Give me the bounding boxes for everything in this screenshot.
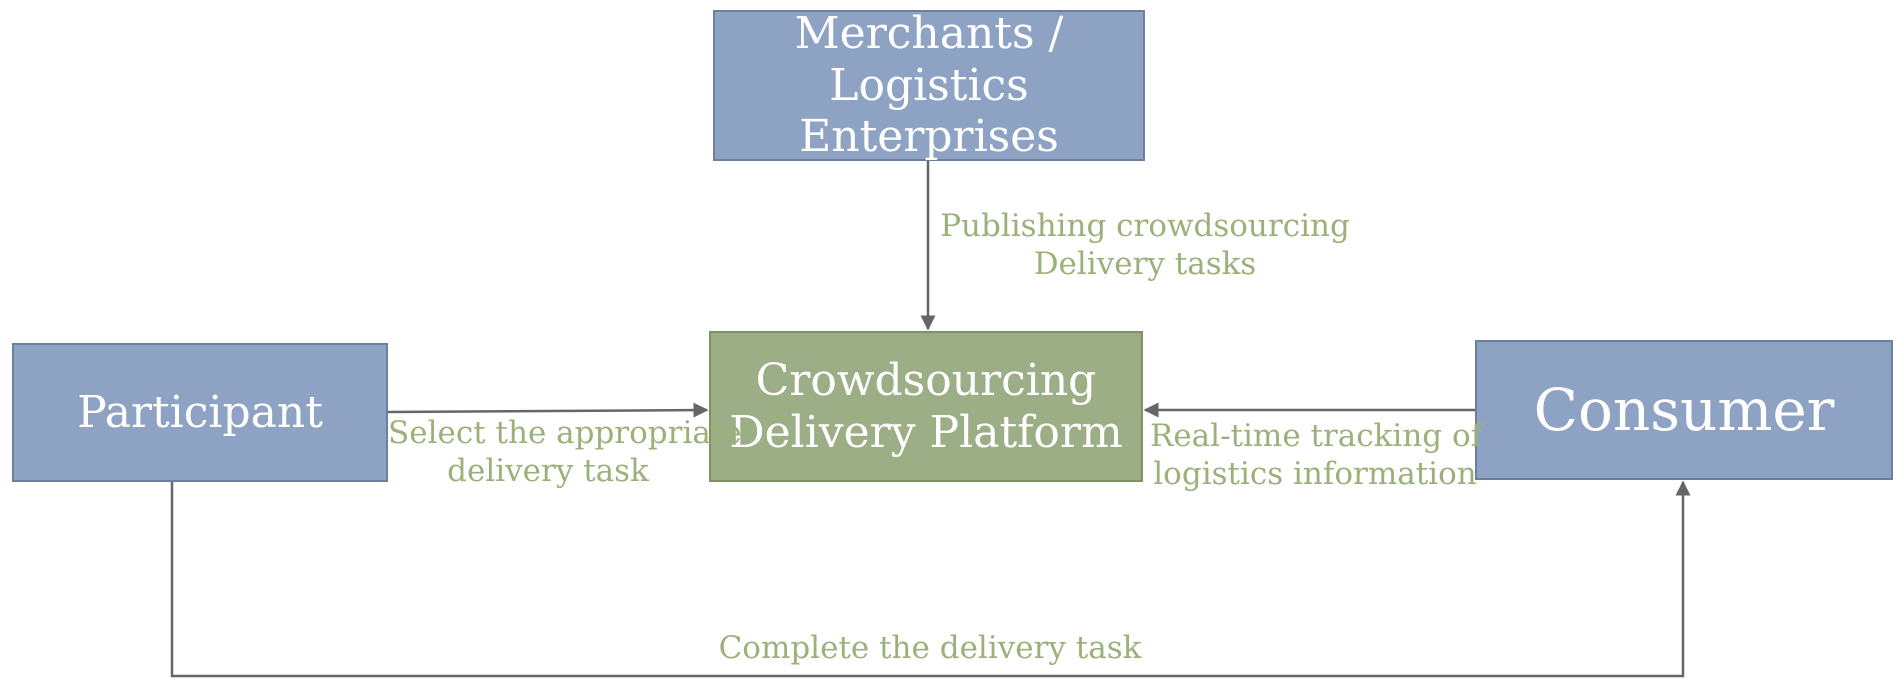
track-label-line-2: logistics information bbox=[1153, 455, 1477, 492]
select-label-line-1: Select the appropriate bbox=[388, 415, 742, 451]
consumer-label: Consumer bbox=[1533, 375, 1835, 444]
participant-label: Participant bbox=[77, 386, 323, 438]
consumer-node: Consumer bbox=[1475, 340, 1893, 480]
merchants-label-line-2: Enterprises bbox=[799, 111, 1059, 163]
publish-label-line-1: Publishing crowdsourcing bbox=[940, 208, 1350, 244]
select-label-line-2: delivery task bbox=[447, 452, 649, 489]
crowdsourcing-platform-node: Crowdsourcing Delivery Platform bbox=[709, 331, 1143, 482]
track-label-line-1: Real-time tracking of bbox=[1150, 418, 1483, 454]
publish-label-line-2: Delivery tasks bbox=[1033, 245, 1257, 282]
complete-edge-label: Complete the delivery task bbox=[700, 630, 1160, 668]
arrow-participant-to-platform bbox=[387, 402, 709, 418]
participant-node: Participant bbox=[12, 343, 388, 482]
merchants-logistics-node: Merchants / Logistics Enterprises bbox=[713, 7, 1145, 163]
merchants-label-line-1: Merchants / Logistics bbox=[794, 7, 1064, 111]
select-edge-label: Select the appropriate delivery task bbox=[388, 415, 742, 491]
complete-label-line-1: Complete the delivery task bbox=[718, 630, 1142, 666]
platform-label-line-1: Crowdsourcing bbox=[755, 354, 1097, 406]
publish-edge-label: Publishing crowdsourcing Delivery tasks bbox=[925, 208, 1365, 284]
tracking-edge-label: Real-time tracking of logistics informat… bbox=[1150, 418, 1483, 494]
arrow-participant-to-consumer bbox=[170, 480, 1691, 678]
platform-label-line-2: Delivery Platform bbox=[729, 406, 1123, 458]
